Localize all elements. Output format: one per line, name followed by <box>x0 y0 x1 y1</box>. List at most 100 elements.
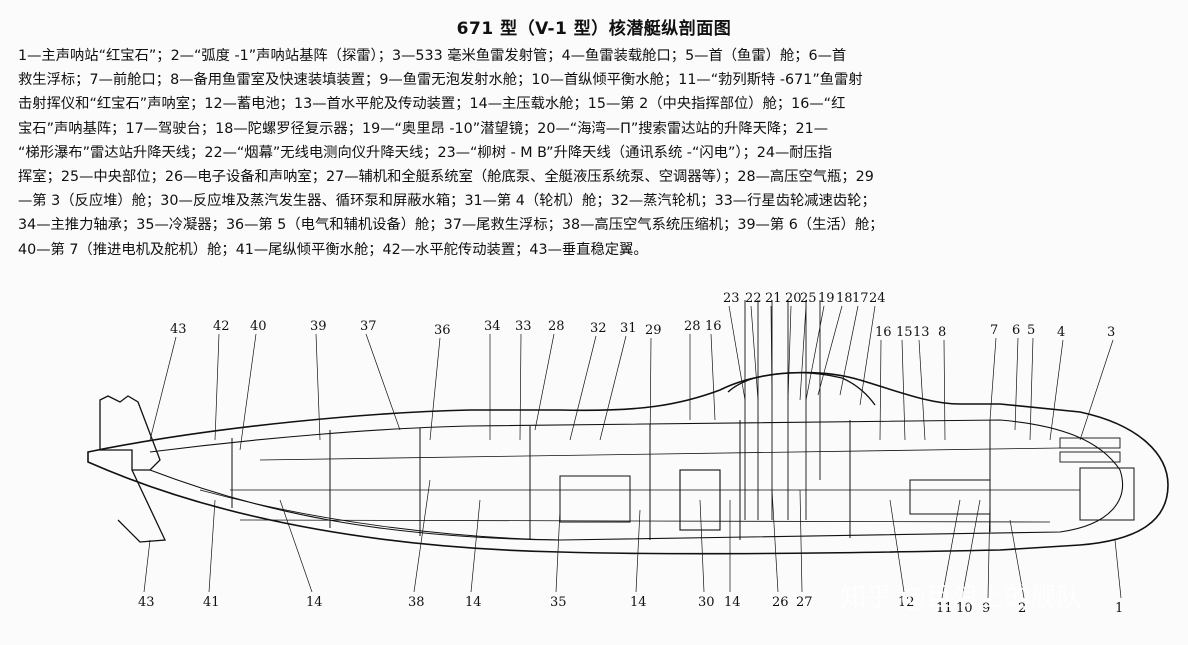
leader-line <box>901 339 906 441</box>
callout-number: 33 <box>515 319 532 334</box>
callout-number: 18 <box>836 291 853 306</box>
leader-line <box>1114 539 1122 599</box>
leader-line <box>799 305 807 401</box>
callout-number: 3 <box>1107 325 1115 340</box>
callout-number: 39 <box>310 319 327 334</box>
callout-number: 43 <box>138 595 155 610</box>
legend-line: 40—第 7（推进电机及舵机）舱；41—尾纵倾平衡水舱；42—水平舵传动装置；4… <box>18 241 648 258</box>
legend-line: “梯形瀑布”雷达站升降天线；22—“烟幕”无线电测向仪升降天线；23—“柳树 -… <box>18 144 833 161</box>
leader-line <box>943 339 946 441</box>
leader-line <box>534 333 555 431</box>
leader-line <box>961 499 981 599</box>
callout-number: 24 <box>869 291 886 306</box>
callout-number: 12 <box>898 595 915 610</box>
leader-line <box>635 509 641 593</box>
leader-line <box>918 339 926 441</box>
legend-line: 击射挥仪和“红宝石”声呐室；12—蓄电池；13—首水平舵及传动装置；14—主压载… <box>18 96 846 113</box>
legend-line: 34—主推力轴承；35—冷凝器；36—第 5（电气和辅机设备）舱；37—尾救生浮… <box>18 217 884 234</box>
leader-line <box>1079 339 1114 441</box>
callout-number: 14 <box>306 595 323 610</box>
callout-number: 8 <box>938 325 946 340</box>
diagram-title: 671 型（V-1 型）核潜艇纵剖面图 <box>456 19 732 39</box>
callout-number: 38 <box>408 595 425 610</box>
callout-number: 22 <box>745 291 762 306</box>
callout-number: 19 <box>818 291 835 306</box>
callout-number: 14 <box>724 595 741 610</box>
callout-number: 14 <box>630 595 647 610</box>
leader-line <box>1009 519 1025 599</box>
leader-line <box>941 499 961 599</box>
callout-number: 5 <box>1027 323 1035 338</box>
leader-line <box>649 337 652 451</box>
leader-line <box>699 499 705 593</box>
leader-line <box>599 335 627 441</box>
leader-line <box>214 333 220 441</box>
legend-line: 救生浮标；7—前舱口；8—备用鱼雷室及快速装填装置；9—鱼雷无泡发射水舱；10—… <box>18 72 863 89</box>
hull-outline <box>87 300 1169 555</box>
callout-number: 17 <box>852 291 869 306</box>
callout-number: 34 <box>484 319 501 334</box>
leader-line <box>429 337 441 441</box>
leader-line <box>279 499 313 593</box>
callout-number: 29 <box>645 323 662 338</box>
callout-number: 9 <box>982 601 990 616</box>
leader-line <box>805 305 825 401</box>
leader-line <box>143 539 151 593</box>
callout-number: 6 <box>1012 323 1020 338</box>
leader-line <box>770 305 773 401</box>
callout-number: 20 <box>785 291 802 306</box>
callout-number: 28 <box>684 319 701 334</box>
callout-number: 41 <box>203 595 220 610</box>
callout-number: 36 <box>434 323 451 338</box>
callout-number: 13 <box>913 325 930 340</box>
legend-line: 1—主声呐站“红宝石”；2—“弧度 -1”声呐站基阵（探雷）；3—533 毫米鱼… <box>18 48 847 64</box>
leader-line <box>750 305 759 401</box>
callout-number: 16 <box>705 319 722 334</box>
legend-line: 挥室；25—中央部位；26—电子设备和声呐室；27—辅机和全艇系统室（舱底泵、全… <box>18 168 874 185</box>
callout-number: 11 <box>936 601 953 616</box>
leader-line <box>365 333 401 431</box>
leader-line <box>208 499 216 593</box>
leader-line <box>569 335 597 441</box>
leader-line <box>239 333 257 451</box>
callout-number: 10 <box>956 601 973 616</box>
callout-number: 43 <box>170 322 187 337</box>
leader-line <box>787 305 792 401</box>
callout-number: 30 <box>698 595 715 610</box>
callout-number: 16 <box>875 325 892 340</box>
leader-line <box>470 499 481 593</box>
leader-line <box>839 305 859 396</box>
leader-line <box>710 333 716 421</box>
leader-line <box>987 499 991 599</box>
leader-line <box>519 333 522 441</box>
callout-number: 2 <box>1018 601 1026 616</box>
leader-line <box>859 305 876 406</box>
callout-number: 42 <box>213 319 230 334</box>
callout-number: 21 <box>765 291 782 306</box>
leader-line <box>555 509 561 593</box>
legend-line: 宝石”声呐基阵；17—驾驶台；18—陀螺罗径复示器；19—“奥里昂 -10”潜望… <box>18 120 828 137</box>
callout-number: 32 <box>590 321 607 336</box>
legend-text: 1—主声呐站“红宝石”；2—“弧度 -1”声呐站基阵（探雷）；3—533 毫米鱼… <box>18 44 1178 262</box>
leader-line <box>771 489 779 593</box>
callout-number: 27 <box>796 595 813 610</box>
callout-number: 4 <box>1057 325 1065 340</box>
callout-number: 26 <box>772 595 789 610</box>
callout-number: 23 <box>723 291 740 306</box>
callout-number: 35 <box>550 595 567 610</box>
leader-line <box>1049 339 1064 441</box>
legend-line: —第 3（反应堆）舱；30—反应堆及蒸汽发生器、循环泵和屏蔽水箱；31—第 4（… <box>18 193 876 210</box>
callout-number: 40 <box>250 319 267 334</box>
leader-line <box>413 479 431 593</box>
leader-line <box>799 489 803 593</box>
leader-line <box>1014 337 1019 431</box>
leader-line <box>879 339 882 441</box>
callout-number: 1 <box>1115 601 1123 616</box>
watermark: 知乎 @巨浪上的舰队 <box>840 583 1082 613</box>
callout-number: 15 <box>896 325 913 340</box>
callout-number: 28 <box>548 319 565 334</box>
callout-number: 37 <box>360 319 377 334</box>
leader-line <box>817 305 843 396</box>
